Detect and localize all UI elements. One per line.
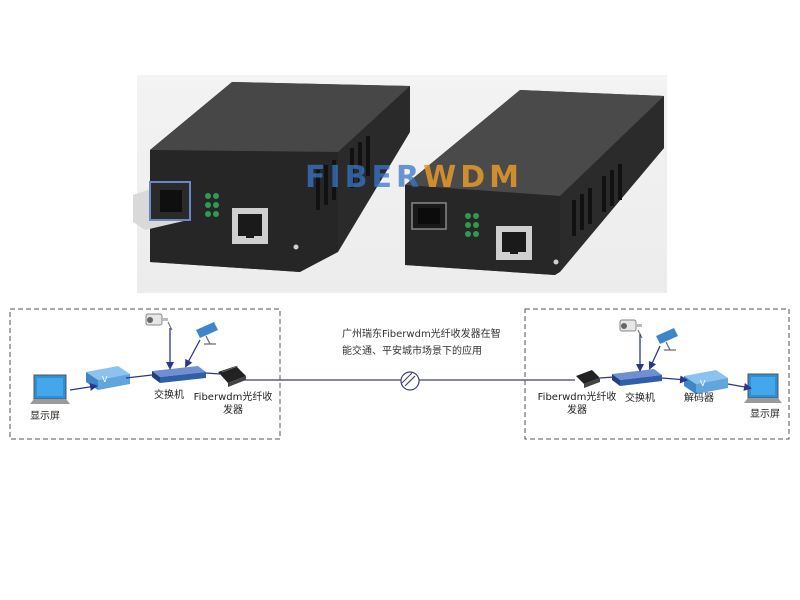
watermark-prefix: FIBER xyxy=(305,160,424,195)
right-display-label: 显示屏 xyxy=(750,409,780,420)
camera-icon xyxy=(145,313,173,331)
monitor-icon xyxy=(744,373,782,403)
left-display-label: 显示屏 xyxy=(30,411,60,422)
caption-line-2: 能交通、平安城市场景下的应用 xyxy=(342,346,482,357)
camera-icon xyxy=(619,319,643,339)
svg-text:V: V xyxy=(102,375,108,384)
switch-icon xyxy=(612,369,662,386)
left-transceiver-label: Fiberwdm光纤收发器 xyxy=(193,392,273,416)
transceiver-icon xyxy=(218,365,246,387)
left-switch-label: 交换机 xyxy=(154,390,184,401)
right-transceiver-label: Fiberwdm光纤收发器 xyxy=(537,392,617,416)
svg-text:V: V xyxy=(700,379,706,388)
left-media-converter xyxy=(133,82,410,272)
right-decoder-label: 解码器 xyxy=(684,393,714,404)
right-site-box xyxy=(524,308,790,440)
switch-icon xyxy=(152,366,206,383)
watermark-suffix: WDM xyxy=(423,160,523,195)
caption-line-1: 广州瑞东Fiberwdm光纤收发器在智 xyxy=(342,329,501,340)
fiber-link-icon xyxy=(400,371,420,391)
transceiver-icon xyxy=(576,370,600,388)
diagram-caption: 广州瑞东Fiberwdm光纤收发器在智 能交通、平安城市场景下的应用 xyxy=(342,326,502,360)
cctv-camera-icon xyxy=(656,328,678,351)
right-switch-label: 交换机 xyxy=(625,393,655,404)
cctv-camera-icon xyxy=(196,322,218,345)
right-media-converter xyxy=(405,90,664,275)
fiberwdm-watermark: FIBERWDM xyxy=(305,160,523,195)
monitor-icon xyxy=(30,374,70,404)
